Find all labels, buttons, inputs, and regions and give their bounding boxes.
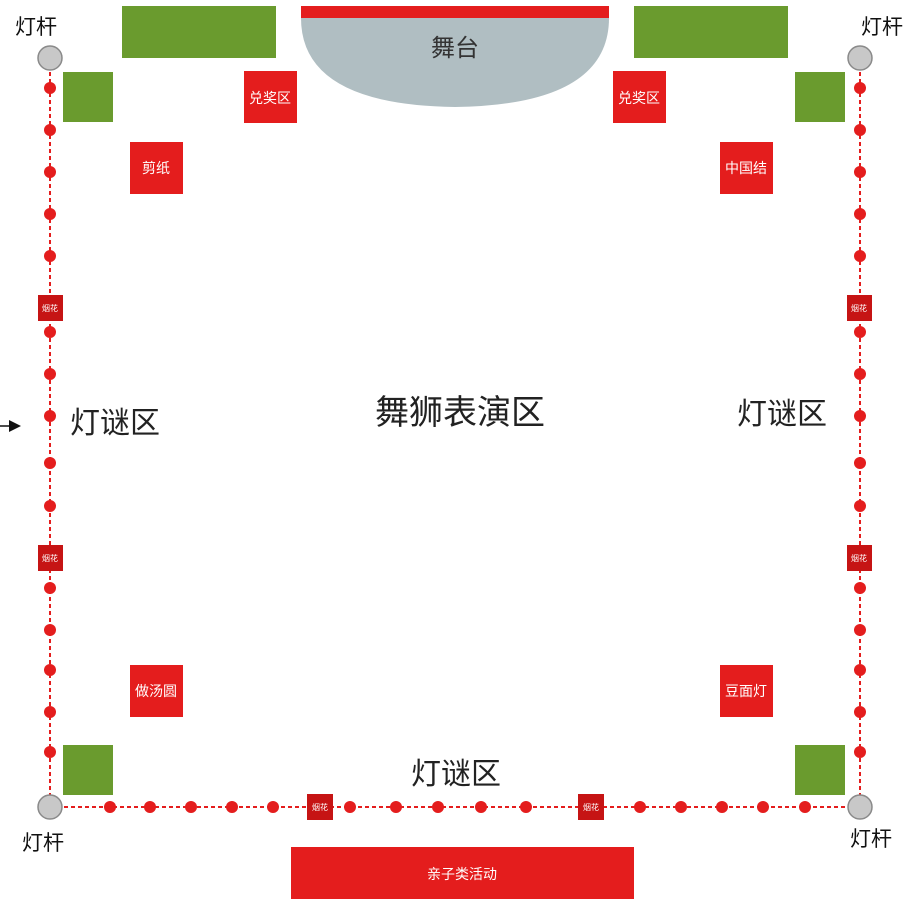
svg-text:烟花: 烟花 (42, 553, 58, 563)
small-marker-bottom-1: 烟花 (307, 794, 333, 820)
lantern-dot-right-5 (854, 250, 866, 262)
lantern-dot-left-13 (44, 664, 56, 676)
lantern-dot-left-4 (44, 208, 56, 220)
lantern-dot-right-15 (854, 746, 866, 758)
lamp-pole-bottom-right (847, 794, 873, 820)
stage: 舞台 (301, 6, 609, 107)
lantern-dot-right-7 (854, 368, 866, 380)
small-marker-left-2: 烟花 (38, 545, 63, 571)
lantern-dot-left-2 (44, 124, 56, 136)
lamp-pole-bottom-left (37, 794, 63, 820)
lantern-dot-bottom-3 (185, 801, 197, 813)
lantern-dot-bottom-7 (390, 801, 402, 813)
booth-bean-lantern: 豆面灯 (720, 665, 773, 717)
lantern-dot-left-9 (44, 457, 56, 469)
lantern-dot-right-13 (854, 664, 866, 676)
riddle-zone-bottom-label: 灯谜区 (411, 757, 501, 792)
lamp-pole-top-left (37, 45, 63, 71)
svg-text:豆面灯: 豆面灯 (725, 684, 767, 700)
lantern-dot-right-2 (854, 124, 866, 136)
lantern-dot-right-9 (854, 457, 866, 469)
booth-family-activity: 亲子类活动 (291, 847, 634, 899)
lantern-dots (44, 82, 866, 813)
lantern-dot-left-6 (44, 326, 56, 338)
lantern-dot-left-15 (44, 746, 56, 758)
lantern-dot-bottom-14 (757, 801, 769, 813)
svg-text:烟花: 烟花 (583, 802, 599, 812)
lantern-dot-right-4 (854, 208, 866, 220)
lantern-dot-left-12 (44, 624, 56, 636)
small-marker-right-2: 烟花 (847, 545, 872, 571)
pole-label-bottom-right: 灯杆 (850, 827, 892, 851)
pole-label-bottom-left: 灯杆 (22, 831, 64, 855)
lantern-dot-left-10 (44, 500, 56, 512)
lantern-dot-bottom-12 (675, 801, 687, 813)
stage-edge (301, 6, 609, 18)
green-block-top-right (634, 6, 788, 58)
svg-text:烟花: 烟花 (42, 303, 58, 313)
small-marker-left-1: 烟花 (38, 295, 63, 321)
lantern-dot-bottom-6 (344, 801, 356, 813)
green-corner-bottom-left (63, 745, 113, 795)
pole-label-top-right: 灯杆 (861, 15, 903, 39)
stage-platform (301, 18, 609, 107)
main-area-label: 舞狮表演区 (375, 393, 545, 433)
lantern-dot-bottom-9 (475, 801, 487, 813)
lantern-dot-left-7 (44, 368, 56, 380)
lantern-dot-bottom-11 (634, 801, 646, 813)
svg-text:烟花: 烟花 (851, 553, 867, 563)
lantern-dot-left-5 (44, 250, 56, 262)
svg-text:亲子类活动: 亲子类活动 (427, 867, 497, 883)
green-corner-bottom-right (795, 745, 845, 795)
riddle-zone-right-label: 灯谜区 (737, 397, 827, 432)
lantern-dot-left-11 (44, 582, 56, 594)
lamp-pole-top-right (847, 45, 873, 71)
lantern-dot-right-6 (854, 326, 866, 338)
pole-label-top-left: 灯杆 (15, 15, 57, 39)
svg-text:兑奖区: 兑奖区 (618, 90, 660, 107)
lantern-dot-bottom-13 (716, 801, 728, 813)
riddle-zone-left-label: 灯谜区 (70, 406, 160, 441)
booth-paper-cut: 剪纸 (130, 142, 183, 194)
svg-text:剪纸: 剪纸 (142, 161, 170, 177)
lantern-dot-left-1 (44, 82, 56, 94)
svg-text:兑奖区: 兑奖区 (249, 90, 291, 107)
lantern-dot-left-14 (44, 706, 56, 718)
booth-tangyuan: 做汤圆 (130, 665, 183, 717)
green-corner-top-right (795, 72, 845, 122)
lantern-dot-bottom-1 (104, 801, 116, 813)
small-marker-bottom-2: 烟花 (578, 794, 604, 820)
lantern-dot-left-3 (44, 166, 56, 178)
booth-redeem-left: 兑奖区 (244, 71, 297, 123)
svg-text:中国结: 中国结 (725, 161, 767, 177)
lantern-dot-right-8 (854, 410, 866, 422)
lantern-dot-right-12 (854, 624, 866, 636)
booth-chinese-knot: 中国结 (720, 142, 773, 194)
lantern-dot-bottom-2 (144, 801, 156, 813)
svg-text:烟花: 烟花 (851, 303, 867, 313)
lantern-dot-bottom-5 (267, 801, 279, 813)
lantern-dot-bottom-8 (432, 801, 444, 813)
lantern-dot-right-3 (854, 166, 866, 178)
small-marker-right-1: 烟花 (847, 295, 872, 321)
svg-text:烟花: 烟花 (312, 802, 328, 812)
lantern-dot-right-11 (854, 582, 866, 594)
svg-text:做汤圆: 做汤圆 (135, 684, 177, 700)
stage-label: 舞台 (431, 34, 479, 62)
lantern-dot-right-1 (854, 82, 866, 94)
lantern-dot-right-10 (854, 500, 866, 512)
lantern-dot-left-8 (44, 410, 56, 422)
green-block-top-left (122, 6, 276, 58)
lantern-dot-bottom-15 (799, 801, 811, 813)
green-corner-top-left (63, 72, 113, 122)
lantern-dot-bottom-4 (226, 801, 238, 813)
lantern-dot-right-14 (854, 706, 866, 718)
lantern-dot-bottom-10 (520, 801, 532, 813)
booth-redeem-right: 兑奖区 (613, 71, 666, 123)
